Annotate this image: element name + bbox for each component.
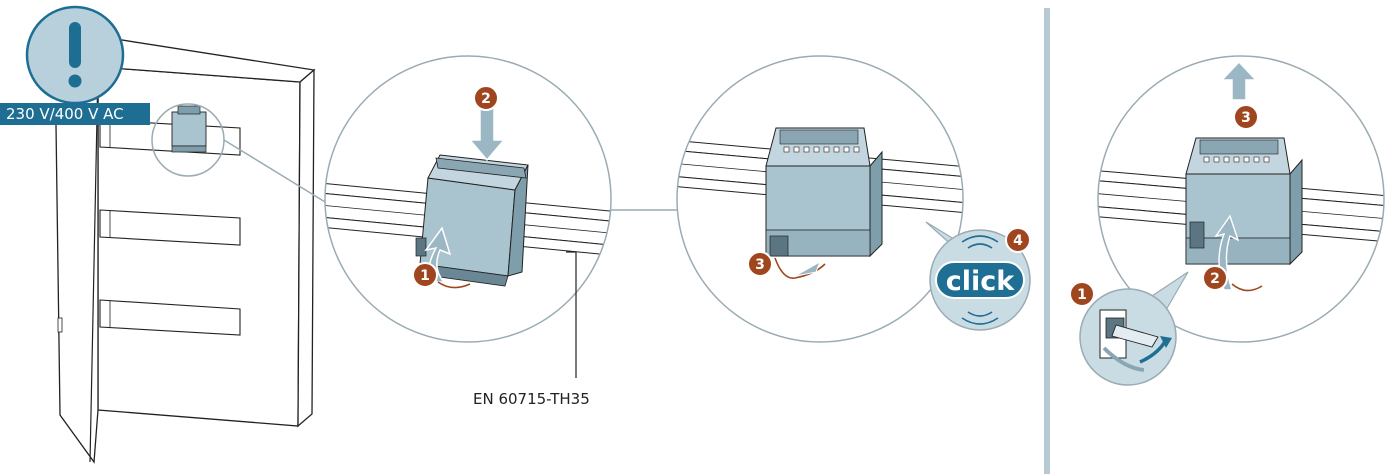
zoom-leader xyxy=(223,139,331,206)
click-label: click xyxy=(946,266,1016,297)
cabinet-door xyxy=(55,64,99,464)
mounted-device xyxy=(765,127,883,258)
step-badge-mount-3: 3 xyxy=(747,251,773,277)
rail-leader xyxy=(566,251,577,378)
svg-text:3: 3 xyxy=(1241,110,1251,126)
cabinet-device-thumbnail xyxy=(171,105,207,153)
exclamation-icon xyxy=(68,22,82,88)
voltage-label-bg xyxy=(0,103,150,125)
latch-detail-circle xyxy=(676,55,964,343)
svg-text:1: 1 xyxy=(420,268,430,284)
removal-device xyxy=(1185,137,1303,266)
step-badge-mount-4: 4 xyxy=(1005,227,1031,253)
lift-up-arrow xyxy=(1220,60,1258,101)
distribution-cabinet xyxy=(55,39,316,464)
screwdriver-callout xyxy=(1079,271,1189,386)
rail-standard-label: EN 60715-TH35 xyxy=(473,390,590,408)
push-down-arrow xyxy=(468,107,506,162)
svg-text:1: 1 xyxy=(1077,287,1087,303)
sound-wave-icon xyxy=(961,235,999,325)
warning-badge xyxy=(25,5,125,105)
svg-text:4: 4 xyxy=(1013,233,1023,249)
cabinet-slot-bottom xyxy=(99,299,241,336)
step-badge-remove-1: 1 xyxy=(1069,281,1095,307)
section-divider xyxy=(1044,8,1050,474)
remove-detail-circle xyxy=(1097,55,1385,343)
click-callout: click xyxy=(925,221,1031,331)
step-badge-remove-2: 2 xyxy=(1202,265,1228,291)
mount-detail-circle xyxy=(324,55,612,343)
svg-text:3: 3 xyxy=(755,257,765,273)
step-badge-mount-1: 1 xyxy=(412,262,438,288)
step-badge-remove-3: 3 xyxy=(1233,104,1259,130)
svg-text:2: 2 xyxy=(481,91,491,107)
cabinet-slot-middle xyxy=(99,209,241,246)
step-badge-mount-2: 2 xyxy=(473,85,499,111)
screwdriver-icon xyxy=(1099,309,1172,372)
svg-text:2: 2 xyxy=(1210,271,1220,287)
voltage-label: 230 V/400 V AC xyxy=(6,105,124,123)
